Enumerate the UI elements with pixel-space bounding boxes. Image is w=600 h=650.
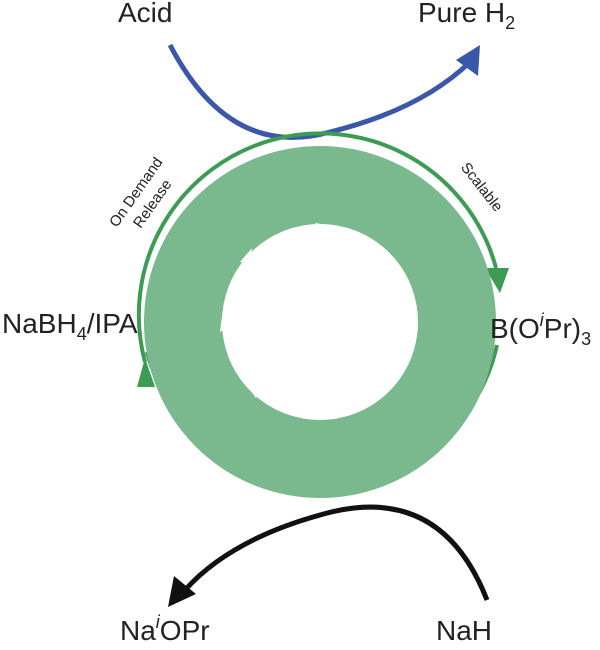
naopr-text-b: OPr (160, 615, 210, 646)
cycle-ring (144, 146, 496, 498)
cycle-arrowhead-right (485, 268, 509, 293)
boron-subscript: 3 (581, 329, 591, 349)
boron-text-b: Pr) (544, 313, 581, 344)
boron-text-a: B(O (490, 313, 540, 344)
naopr-label: NaiOPr (120, 612, 210, 646)
boron-superscript: i (540, 310, 545, 330)
boron-isopropoxide-label: B(OiPr)3 (490, 310, 591, 349)
acid-to-h2-arrowhead (456, 45, 480, 76)
pure-h2-text: Pure H (418, 0, 505, 28)
ring-notches (220, 223, 418, 420)
pure-h2-subscript: 2 (505, 13, 515, 33)
nah-to-naopr-arrowhead (168, 576, 196, 607)
acid-to-h2-arrow (167, 43, 472, 140)
nah-label: NaH (436, 615, 492, 646)
nabh4-ipa-label: NaBH4/IPA (2, 308, 138, 344)
naopr-text-a: Na (120, 615, 156, 646)
pure-h2-label: Pure H2 (418, 0, 515, 33)
nabh4-subscript: 4 (77, 324, 87, 344)
acid-label: Acid (118, 0, 172, 28)
ipa-text: /IPA (87, 308, 138, 339)
ring-center (223, 225, 417, 419)
cycle-arc-top (136, 131, 498, 363)
nah-to-naopr-arrow (183, 504, 490, 601)
cycle-arrowhead-left (137, 358, 155, 387)
nabh4-text: NaBH (2, 308, 77, 339)
naopr-superscript: i (156, 612, 161, 632)
